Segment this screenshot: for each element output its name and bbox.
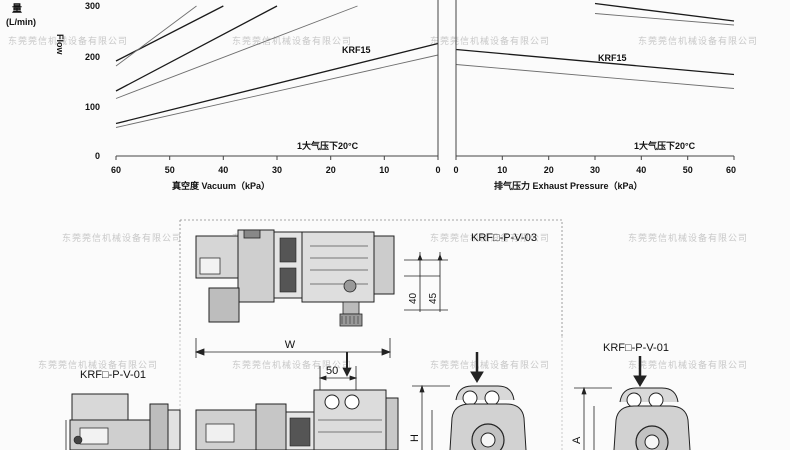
series-line-vacuum-3 — [115, 5, 358, 99]
y-tick-label: 100 — [85, 102, 100, 112]
watermark: 东莞莞信机械设备有限公司 — [430, 35, 550, 47]
x-tick-labels: 60 50 40 30 20 10 0 — [111, 165, 441, 175]
x-tick-label: 50 — [683, 165, 693, 175]
dim-h — [412, 384, 450, 450]
dim-a-label: A — [571, 436, 583, 444]
watermark: 东莞莞信机械设备有限公司 — [628, 359, 748, 371]
condition-annotation: 1大气压下20°C — [297, 140, 359, 151]
dim-w — [194, 338, 392, 358]
x-tick-label: 50 — [165, 165, 175, 175]
watermark: 东莞莞信机械设备有限公司 — [232, 35, 352, 47]
pump-end-view-a — [613, 356, 691, 450]
watermark: 东莞莞信机械设备有限公司 — [638, 35, 758, 47]
vacuum-flow-chart: 量 (L/min) Flow 0 100 200 300 60 50 40 30… — [6, 0, 441, 191]
watermark: 东莞莞信机械设备有限公司 — [62, 232, 182, 244]
condition-annotation: 1大气压下20°C — [634, 140, 696, 151]
series-line-exhaust-3 — [594, 13, 735, 26]
series-label-krf15: KRF15 — [598, 53, 627, 63]
dimension-drawing: 40 45 KRF□-P-V-03 W 50 — [65, 219, 691, 450]
y-axis-unit: (L/min) — [6, 17, 36, 27]
dim-40-label: 40 — [408, 292, 419, 304]
series-line-exhaust-0 — [455, 48, 735, 76]
series-line-vacuum-0 — [115, 42, 439, 125]
x-tick-label: 20 — [544, 165, 554, 175]
x-axis-ticks — [115, 156, 439, 160]
watermark: 东莞莞信机械设备有限公司 — [628, 232, 748, 244]
x-tick-label: 10 — [379, 165, 389, 175]
x-tick-labels: 0 10 20 30 40 50 60 — [453, 165, 736, 175]
y-axis-label-cn: 量 — [12, 2, 22, 15]
series-lines — [115, 5, 439, 128]
watermark: 东莞莞信机械设备有限公司 — [8, 35, 128, 47]
model-label-left: KRF□-P-V-01 — [80, 369, 146, 381]
dashed-frame — [179, 219, 563, 336]
dim-45-label: 45 — [428, 292, 439, 304]
y-tick-label: 300 — [85, 1, 100, 11]
y-axis-label-en: Flow — [55, 34, 65, 55]
x-tick-label: 10 — [497, 165, 507, 175]
pump-end-view-h — [449, 352, 527, 450]
x-tick-label: 20 — [326, 165, 336, 175]
pump-top-view — [195, 229, 395, 327]
x-axis-label: 排气压力 Exhaust Pressure（kPa） — [494, 180, 643, 191]
dim-50 — [318, 352, 358, 392]
x-axis-ticks — [455, 156, 735, 160]
x-tick-label: 0 — [435, 165, 440, 175]
model-label-right: KRF□-P-V-01 — [603, 342, 669, 354]
series-line-vacuum-1 — [115, 54, 439, 128]
model-label-top: KRF□-P-V-03 — [471, 232, 537, 244]
y-tick-label: 200 — [85, 52, 100, 62]
series-line-vacuum-2 — [115, 5, 278, 92]
series-line-exhaust-2 — [594, 2, 735, 22]
series-label-krf15: KRF15 — [342, 45, 371, 55]
watermark: 东莞莞信机械设备有限公司 — [38, 359, 158, 371]
x-tick-label: 0 — [453, 165, 458, 175]
x-tick-label: 40 — [218, 165, 228, 175]
x-tick-label: 30 — [590, 165, 600, 175]
dim-a — [574, 386, 612, 450]
dim-50-label: 50 — [326, 365, 338, 377]
series-line-vacuum-5 — [115, 5, 197, 67]
x-tick-label: 30 — [272, 165, 282, 175]
pump-left-view — [65, 393, 181, 450]
pump-front-view — [195, 389, 399, 450]
x-axis-label: 真空度 Vacuum（kPa） — [172, 180, 270, 191]
y-tick-label: 0 — [95, 151, 100, 161]
dashed-frame-lower — [179, 336, 563, 450]
watermarks: 东莞莞信机械设备有限公司 东莞莞信机械设备有限公司 东莞莞信机械设备有限公司 东… — [8, 35, 758, 371]
dim-w-label: W — [285, 339, 296, 351]
x-tick-label: 60 — [111, 165, 121, 175]
x-tick-label: 40 — [636, 165, 646, 175]
y-tick-labels: 0 100 200 300 — [85, 1, 100, 161]
series-line-vacuum-4 — [115, 5, 224, 62]
watermark: 东莞莞信机械设备有限公司 — [430, 359, 550, 371]
series-lines — [455, 2, 735, 89]
exhaust-pressure-flow-chart: 0 10 20 30 40 50 60 排气压力 Exhaust Pressur… — [453, 0, 736, 191]
watermark: 东莞莞信机械设备有限公司 — [232, 359, 352, 371]
dim-40-45 — [404, 252, 448, 312]
x-tick-label: 60 — [726, 165, 736, 175]
series-line-exhaust-1 — [455, 64, 735, 89]
dim-h-label: H — [409, 434, 421, 442]
watermark: 东莞莞信机械设备有限公司 — [430, 232, 550, 244]
